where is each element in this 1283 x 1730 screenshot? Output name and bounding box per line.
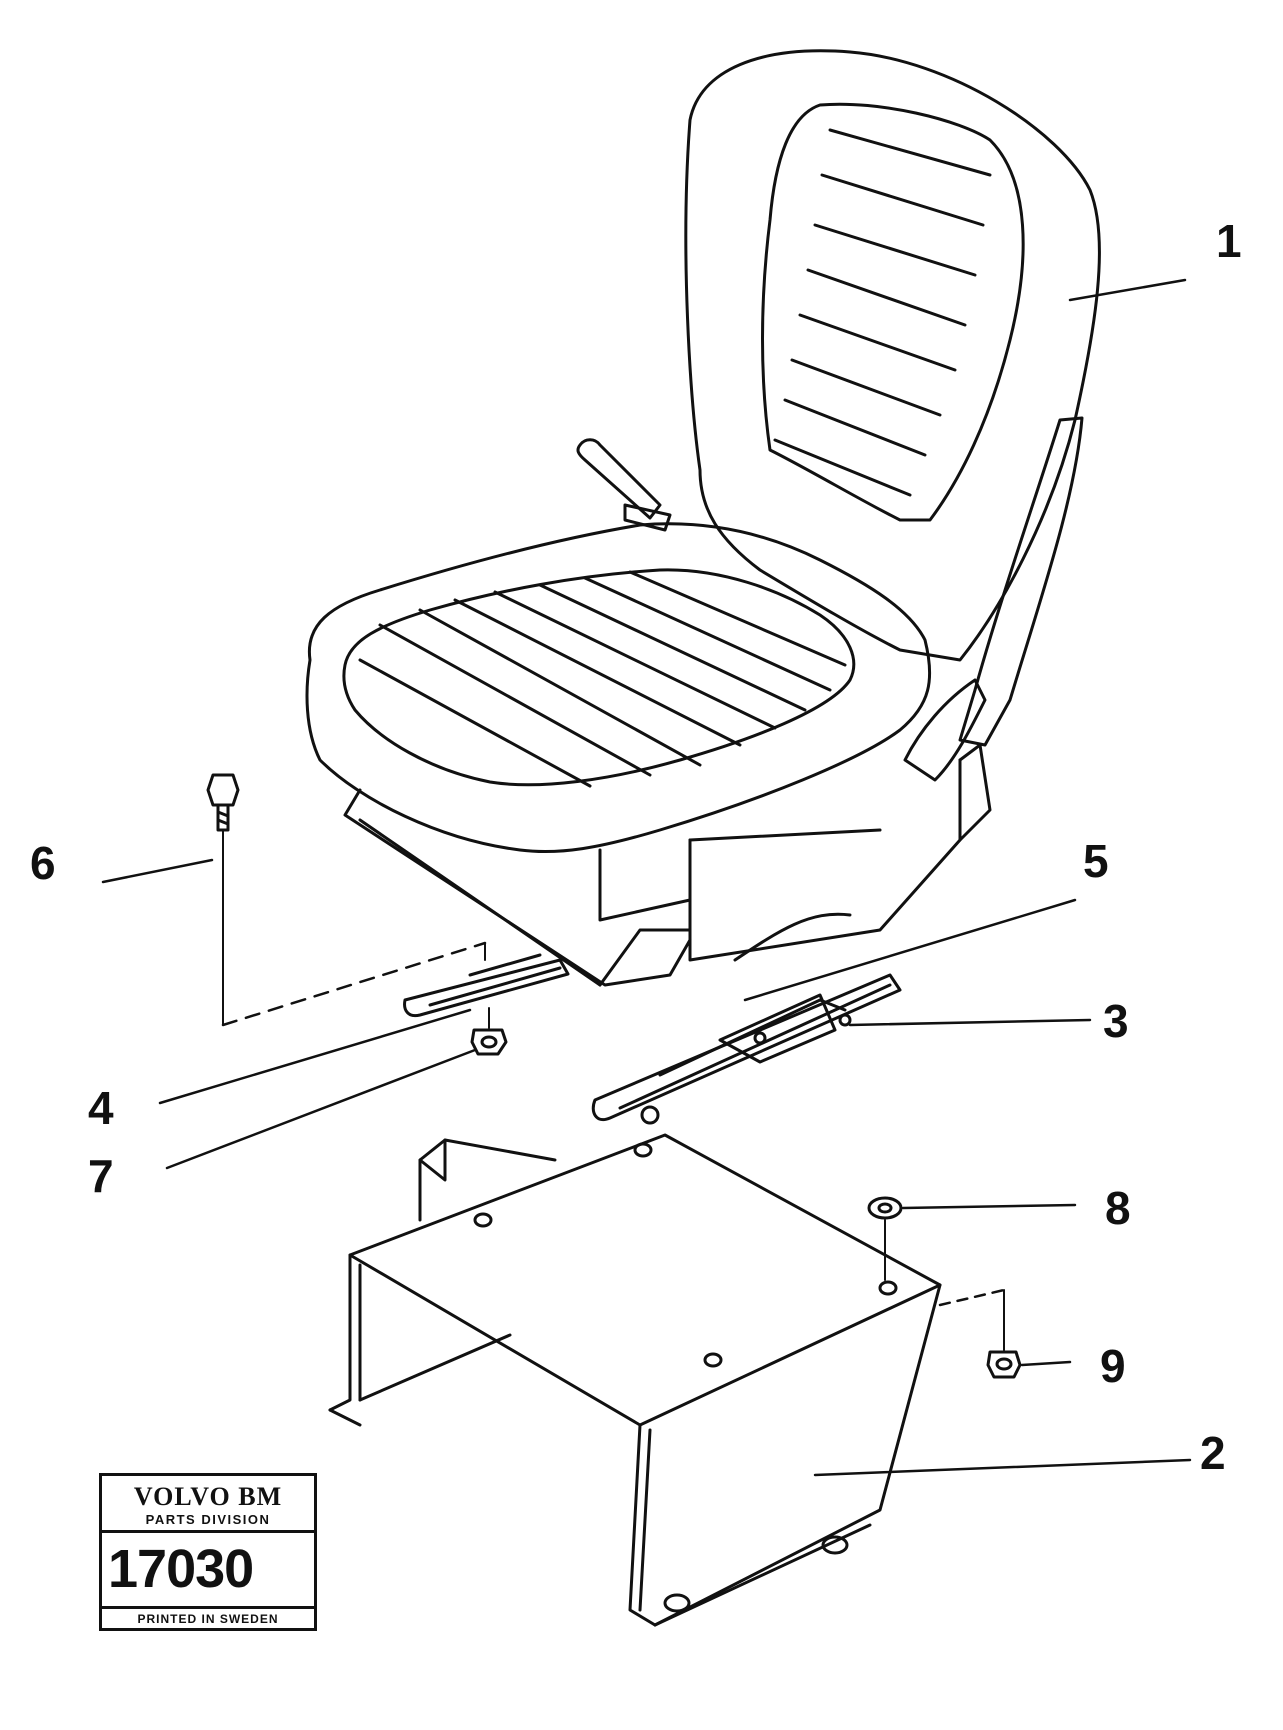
nut-lower <box>938 1288 1022 1379</box>
seat-cushion <box>305 522 932 854</box>
stamp-number: 17030 <box>108 1539 254 1599</box>
stamp-brand: VOLVO BM <box>133 1482 283 1511</box>
callout-7: 7 <box>88 1150 114 1202</box>
callout-9: 9 <box>1100 1340 1126 1392</box>
seat-backrest <box>684 49 1101 662</box>
callout-6: 6 <box>30 837 56 889</box>
recline-lever <box>576 438 672 532</box>
callout-4: 4 <box>88 1082 114 1134</box>
seat-side-panel <box>903 416 1084 782</box>
stamp-printed: PRINTED IN SWEDEN <box>102 1606 314 1628</box>
bolt <box>206 773 487 1027</box>
nut <box>470 1007 508 1056</box>
washer <box>867 1196 903 1281</box>
callout-5: 5 <box>1083 835 1109 887</box>
mounting-bracket <box>328 1133 942 1627</box>
callout-3: 3 <box>1103 995 1129 1047</box>
callout-8: 8 <box>1105 1182 1131 1234</box>
leader-lines <box>101 278 1192 1477</box>
seat-suspension-base <box>343 743 992 987</box>
slide-rail-left <box>403 953 570 1018</box>
stamp-division: PARTS DIVISION <box>102 1512 314 1533</box>
parts-division-stamp: VOLVO BM PARTS DIVISION 17030 PRINTED IN… <box>99 1473 317 1631</box>
callout-1: 1 <box>1216 215 1242 267</box>
slide-rail-right <box>591 973 902 1125</box>
callout-2: 2 <box>1200 1427 1226 1479</box>
